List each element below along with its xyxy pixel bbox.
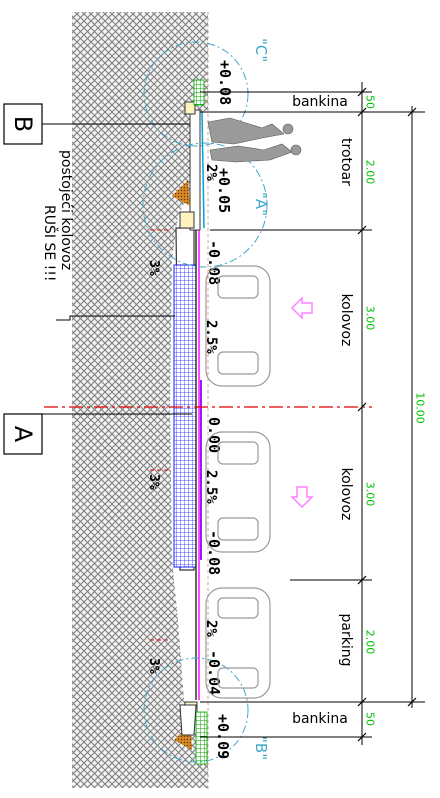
- zone-boundaries: [200, 82, 425, 745]
- curb-mid: [179, 211, 195, 229]
- car-outline-icon: [205, 265, 271, 699]
- detail-circle-a: [142, 142, 268, 268]
- section-box-b: [3, 103, 43, 145]
- section-label-a: A: [9, 426, 37, 443]
- slope-kolovoz-bottom: 2.5%: [203, 470, 219, 504]
- callout-b: "B": [252, 736, 270, 760]
- detail-circle-b: [143, 657, 249, 763]
- slope-parking: 2%: [203, 620, 219, 637]
- elev-kolovoz-bottom: -0.08: [205, 530, 223, 575]
- zone-width-0: 50: [364, 95, 377, 109]
- dim-ticks: [357, 87, 417, 742]
- bottom-shoulder: [179, 704, 197, 736]
- fill-soil-top: [172, 180, 190, 206]
- zone-width-3: 3.00: [364, 482, 377, 507]
- slope-kolovoz-top: 2.5%: [203, 320, 219, 354]
- zone-width-4: 2.00: [364, 630, 377, 655]
- curb-top: [184, 101, 196, 115]
- elev-top-bankina: +0.08: [216, 60, 234, 105]
- zone-width-1: 2.00: [364, 160, 377, 185]
- total-width: 10.00: [414, 392, 427, 424]
- detail-circle-c: [143, 41, 249, 147]
- slope-terrain-1: 3%: [146, 260, 161, 276]
- road-profile-cut: [170, 0, 440, 788]
- elev-trotoar: +0.05: [215, 168, 233, 213]
- slope-terrain-2: 3%: [146, 474, 161, 490]
- zone-name-1: trotoar: [338, 138, 354, 186]
- elev-center: 0.00: [205, 417, 223, 453]
- hollow-arrow-icon-down: [290, 486, 314, 509]
- note-leader: [56, 315, 175, 321]
- section-box-a: [3, 413, 43, 455]
- callout-c: "C": [252, 38, 270, 62]
- section-label-b: B: [9, 116, 37, 132]
- zone-name-2: kolovoz: [338, 294, 354, 347]
- callout-a: "A": [252, 192, 270, 216]
- zone-name-4: parking: [338, 614, 354, 667]
- zone-width-5: 50: [364, 712, 377, 726]
- existing-note-line2: RUŠI SE !!!: [41, 205, 59, 281]
- slope-trotoar: 2%: [203, 164, 219, 181]
- zone-name-3: kolovoz: [338, 468, 354, 521]
- slope-terrain-3: 3%: [146, 658, 161, 674]
- kerb-grid-block: [173, 264, 197, 568]
- existing-note-line1: postojeći kolovoz: [58, 150, 74, 270]
- elev-kolovoz-top: -0.08: [205, 240, 223, 285]
- sidewalk-blue-line: [201, 111, 205, 229]
- zone-name-5: bankina: [292, 711, 348, 727]
- zone-width-2: 3.00: [364, 306, 377, 331]
- zone-name-0: bankina: [292, 94, 348, 110]
- pedestrian-silhouette-icon: [207, 117, 302, 163]
- terrain-slope-line: [150, 229, 170, 641]
- grass-bottom: [195, 711, 208, 765]
- hollow-arrow-icon: [290, 296, 313, 320]
